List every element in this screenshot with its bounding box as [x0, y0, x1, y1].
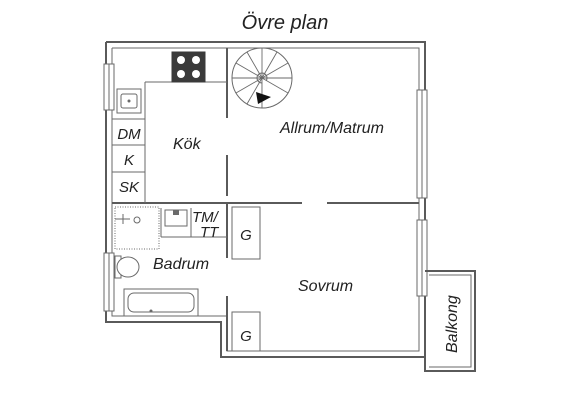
bathtub-icon — [123, 288, 199, 317]
room-label-bedroom: Sovrum — [298, 278, 353, 295]
plan-title: Övre plan — [242, 12, 329, 34]
windows — [103, 63, 428, 312]
fridge-label: K — [124, 152, 135, 169]
room-label-bath: Badrum — [153, 256, 209, 273]
spiral-staircase-icon — [231, 47, 293, 109]
closet-lower — [231, 311, 261, 352]
closet-label-lower: G — [240, 328, 252, 345]
stove-icon — [171, 51, 206, 83]
kitchen-sink-icon — [116, 88, 142, 114]
room-label-balcony: Balkong — [444, 295, 461, 353]
dryer-label: TT — [200, 224, 220, 241]
washer-label: TM/ — [192, 209, 220, 226]
interior-walls — [112, 48, 419, 351]
balcony — [424, 270, 476, 372]
laundry-area — [160, 208, 227, 238]
shower-icon — [114, 206, 160, 250]
kitchen-counter — [112, 81, 227, 203]
dishwasher-label: DM — [117, 126, 141, 143]
freezer-label: SK — [119, 179, 140, 196]
closet-upper — [231, 206, 261, 260]
room-label-living: Allrum/Matrum — [279, 120, 384, 137]
closet-label-upper: G — [240, 227, 252, 244]
toilet-icon — [114, 255, 140, 279]
room-label-kitchen: Kök — [173, 136, 202, 153]
